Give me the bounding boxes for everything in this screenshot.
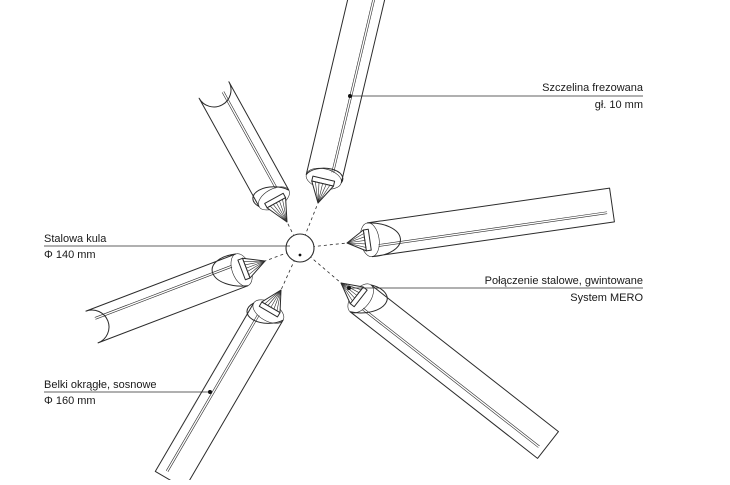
- beam-bottom-left: [154, 289, 285, 485]
- cone-facet: [340, 282, 362, 291]
- cone-facet: [276, 202, 288, 223]
- cone-facet: [315, 181, 319, 204]
- cone-facet: [247, 260, 266, 272]
- label-beams-line1: Belki okrągłe, sosnowe: [44, 379, 157, 391]
- slot-line: [221, 92, 276, 189]
- slot-line: [378, 211, 607, 245]
- slot-line-2: [94, 265, 232, 318]
- cone-facet: [248, 260, 266, 275]
- leader-slot: [348, 94, 643, 98]
- cone-facet: [346, 242, 366, 245]
- cone-facet: [346, 236, 365, 244]
- slot-line-2: [361, 309, 539, 448]
- connector-cone: [346, 229, 367, 252]
- beam-body: [154, 302, 284, 485]
- slot-line: [167, 315, 260, 472]
- slot-line: [95, 266, 233, 320]
- cone-facet: [276, 289, 282, 311]
- label-slot-line1: Szczelina frezowana: [542, 82, 644, 94]
- cone-facet: [245, 260, 266, 266]
- label-connector-line1: Połączenie stalowe, gwintowane: [485, 275, 643, 287]
- cone-facet: [317, 182, 320, 204]
- cone-facet: [346, 233, 364, 244]
- cone-facet: [264, 289, 282, 304]
- cone-facet: [340, 282, 355, 299]
- cone-facet: [243, 260, 266, 262]
- label-beams-line2: Φ 160 mm: [44, 395, 96, 407]
- beam-top-left: [198, 81, 290, 223]
- cone-facet: [269, 205, 288, 223]
- cone-facet: [246, 260, 266, 269]
- beam-top-long: [305, 0, 386, 204]
- beam-body: [349, 284, 559, 459]
- slot-line-2: [223, 91, 278, 188]
- cone-facet: [267, 289, 282, 306]
- cone-facet: [317, 185, 331, 204]
- cone-facet: [270, 289, 282, 308]
- cone-facet: [340, 282, 353, 302]
- cone-facet: [282, 199, 288, 223]
- cone-facet: [346, 240, 365, 244]
- slot-line: [363, 307, 540, 447]
- slot-line: [331, 0, 373, 173]
- beam-body: [305, 0, 386, 184]
- cone-facet: [346, 242, 366, 248]
- cone-facet: [273, 289, 282, 310]
- cone-facet: [279, 200, 288, 223]
- leader-connector: [347, 286, 643, 290]
- cone-facet: [317, 183, 323, 204]
- label-connector-line2: System MERO: [570, 292, 643, 304]
- beam-lower-right: [340, 282, 559, 459]
- cone-facet: [273, 204, 288, 223]
- beam-body: [366, 187, 615, 258]
- label-slot-line2: gł. 10 mm: [595, 99, 643, 111]
- beam-body: [85, 253, 249, 344]
- steel-ball: [285, 233, 315, 263]
- cone-facet: [317, 184, 327, 204]
- beam-right: [346, 187, 615, 258]
- label-ball-line2: Φ 140 mm: [44, 249, 96, 261]
- slot-line-2: [378, 213, 608, 247]
- label-ball-line1: Stalowa kula: [44, 233, 107, 245]
- beam-left: [85, 253, 266, 344]
- leader-beams: [44, 390, 212, 394]
- slot-line-2: [333, 0, 375, 173]
